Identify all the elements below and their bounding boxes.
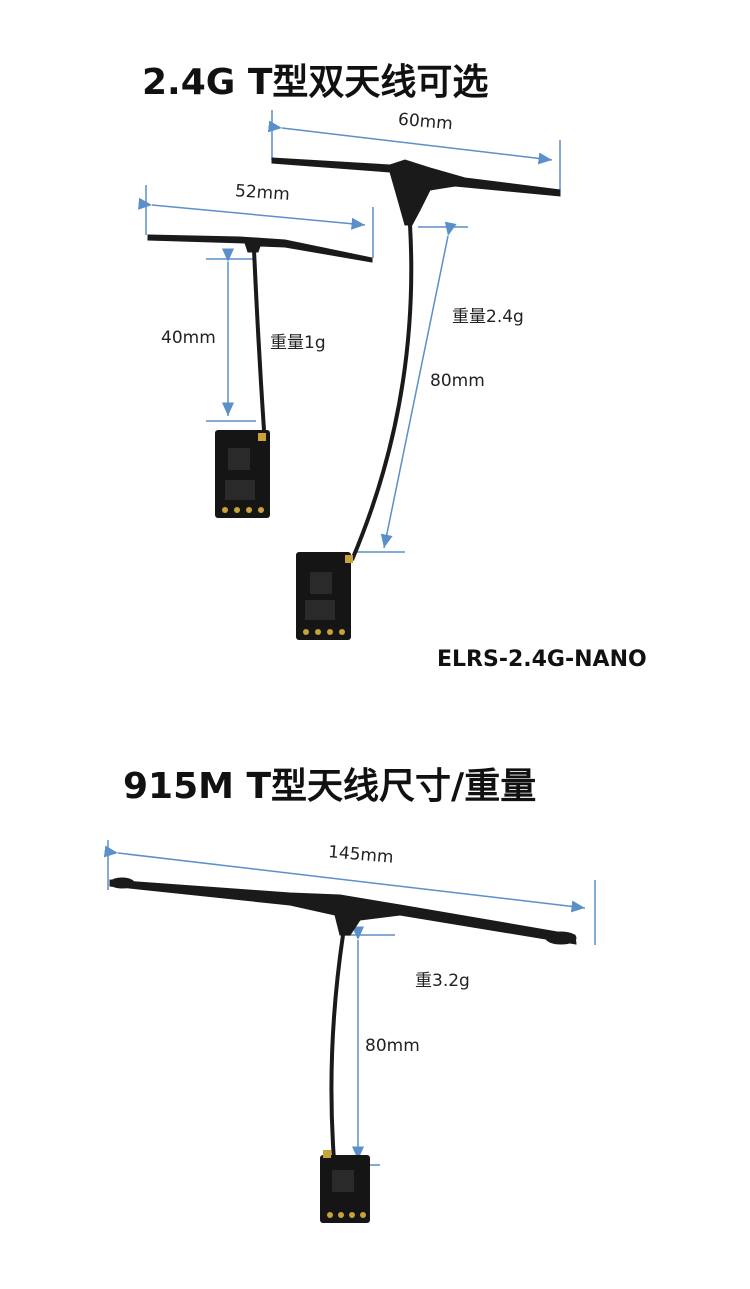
label-915m-weight: 重3.2g (415, 971, 470, 991)
model-name: ELRS-2.4G-NANO (437, 647, 647, 672)
title-24g: 2.4G T型双天线可选 (142, 62, 489, 103)
receiver-boards (215, 430, 370, 1223)
dimension-lines (103, 110, 596, 1166)
label-large-weight: 重量2.4g (452, 307, 524, 327)
label-80mm-915m: 80mm (365, 1036, 420, 1056)
title-915m: 915M T型天线尺寸/重量 (123, 766, 537, 807)
antennas (109, 157, 577, 1161)
label-40mm: 40mm (161, 328, 216, 348)
label-52mm: 52mm (234, 181, 291, 205)
label-small-weight: 重量1g (270, 333, 326, 353)
label-80mm-24g: 80mm (430, 371, 485, 391)
